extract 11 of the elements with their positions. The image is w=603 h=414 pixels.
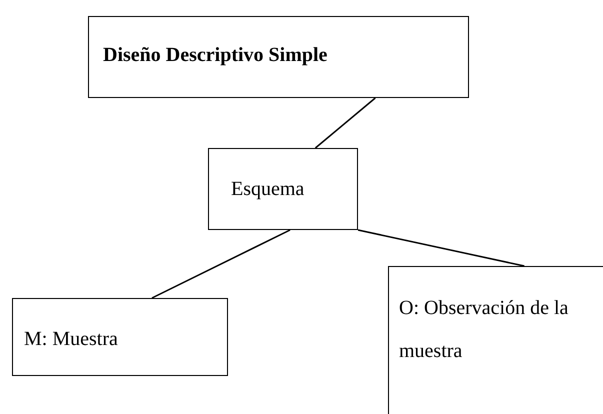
connector-line [358, 229, 524, 267]
text-box [388, 266, 603, 414]
text-box [12, 298, 228, 376]
title-text: Diseño Descriptivo Simple [103, 43, 328, 67]
connector-line [314, 97, 376, 149]
node-label: Esquema [231, 177, 306, 201]
text-box [208, 148, 358, 230]
connector-line [152, 229, 290, 299]
node-label: M: Muestra [24, 327, 119, 351]
text-box [88, 16, 469, 98]
node-label: O: Observación de la muestra [399, 296, 570, 364]
